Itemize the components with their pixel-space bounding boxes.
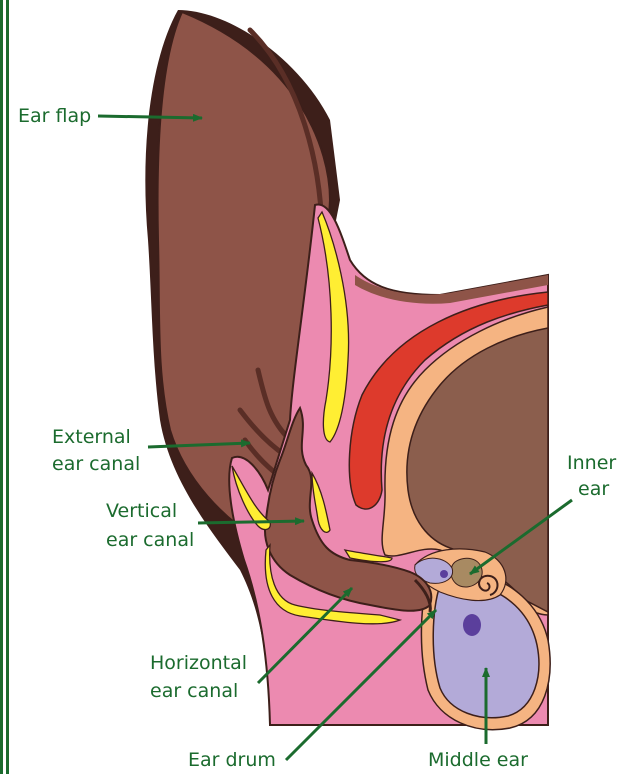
label-vertical-line2: ear canal	[106, 529, 194, 551]
pointer-ear-flap	[98, 116, 202, 118]
label-vertical-line1: Vertical	[106, 500, 177, 522]
label-inner-line1: Inner	[567, 452, 616, 474]
ossicle	[463, 614, 481, 636]
label-horizontal-line2: ear canal	[150, 680, 238, 702]
label-ear-flap: Ear flap	[18, 105, 91, 127]
label-external-line1: External	[52, 426, 131, 448]
ossicle-small	[440, 570, 448, 578]
inner-ear	[451, 558, 482, 587]
page-border	[0, 0, 9, 774]
label-external-line2: ear canal	[52, 453, 140, 475]
label-inner-line2: ear	[578, 478, 609, 500]
label-horizontal-line1: Horizontal	[150, 652, 247, 674]
label-ear-drum: Ear drum	[188, 749, 276, 771]
pointer-vertical-ear-canal	[198, 521, 304, 523]
label-middle-ear: Middle ear	[428, 749, 528, 771]
